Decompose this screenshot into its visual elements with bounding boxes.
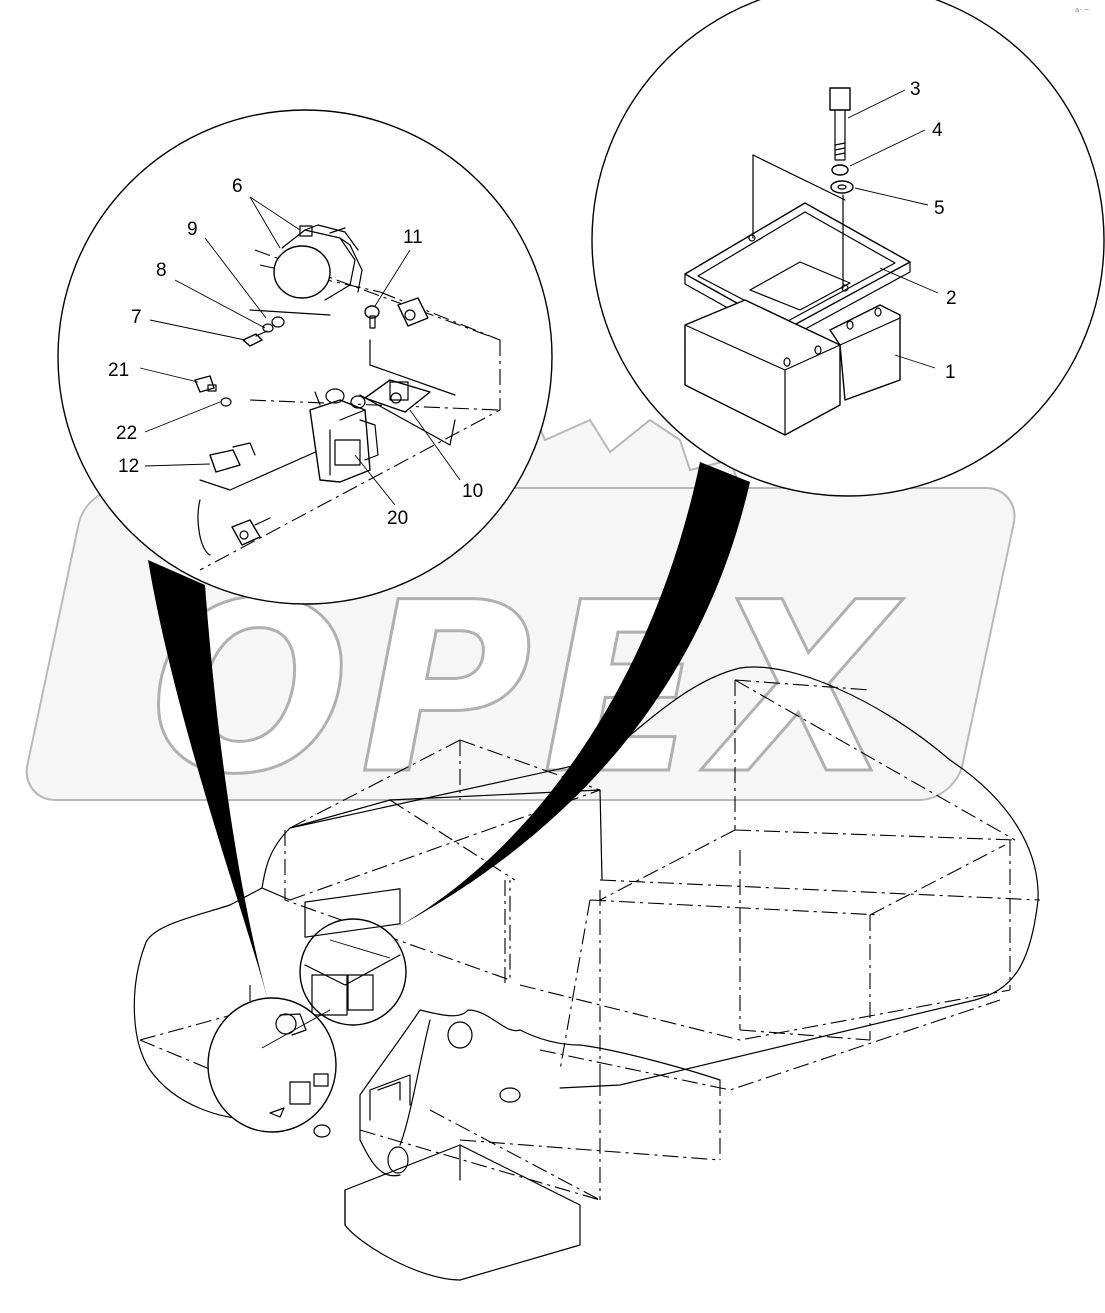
callout-11: 11 <box>403 227 423 248</box>
callout-4: 4 <box>932 120 943 141</box>
callout-3: 3 <box>910 79 921 100</box>
callout-7: 7 <box>131 307 142 328</box>
callout-9: 9 <box>187 219 198 240</box>
callout-12: 12 <box>118 456 139 477</box>
battery-location-inset <box>299 888 407 1026</box>
machine-frame <box>133 666 1041 1281</box>
callout-10: 10 <box>462 481 483 502</box>
corner-mark: a· ~ <box>1075 6 1090 14</box>
part-11-screw <box>364 305 380 329</box>
callout-21: 21 <box>108 360 129 381</box>
callout-8: 8 <box>156 260 167 281</box>
callout-5: 5 <box>934 198 945 219</box>
ignition-key <box>231 517 271 546</box>
part-3-bolt <box>829 87 851 161</box>
callout-labels: 1 2 3 4 5 6 7 8 9 10 11 12 20 21 22 <box>108 79 957 529</box>
part-21-fitting <box>194 375 217 393</box>
part-1-battery <box>684 299 901 436</box>
detail-circle-left <box>57 109 553 605</box>
callout-22: 22 <box>116 423 137 444</box>
leader-wedge-left <box>148 560 268 1000</box>
part-6-rotary-switch <box>273 224 363 301</box>
part-4-nut <box>831 164 849 176</box>
part-20-relay <box>309 388 379 483</box>
part-12-connector <box>209 442 256 473</box>
callout-20: 20 <box>387 508 408 529</box>
part-10-bracket <box>364 379 431 413</box>
part-5-washer <box>830 180 854 194</box>
square-block <box>397 297 429 327</box>
switch-location-inset <box>207 997 337 1133</box>
part-7-9-bolt-washers <box>242 316 285 347</box>
callout-1: 1 <box>945 362 956 383</box>
part-22-washer <box>220 397 232 407</box>
detail-circle-right <box>591 0 1105 497</box>
callout-6: 6 <box>232 176 243 197</box>
callout-2: 2 <box>946 288 957 309</box>
leader-wedge-right <box>392 462 750 930</box>
